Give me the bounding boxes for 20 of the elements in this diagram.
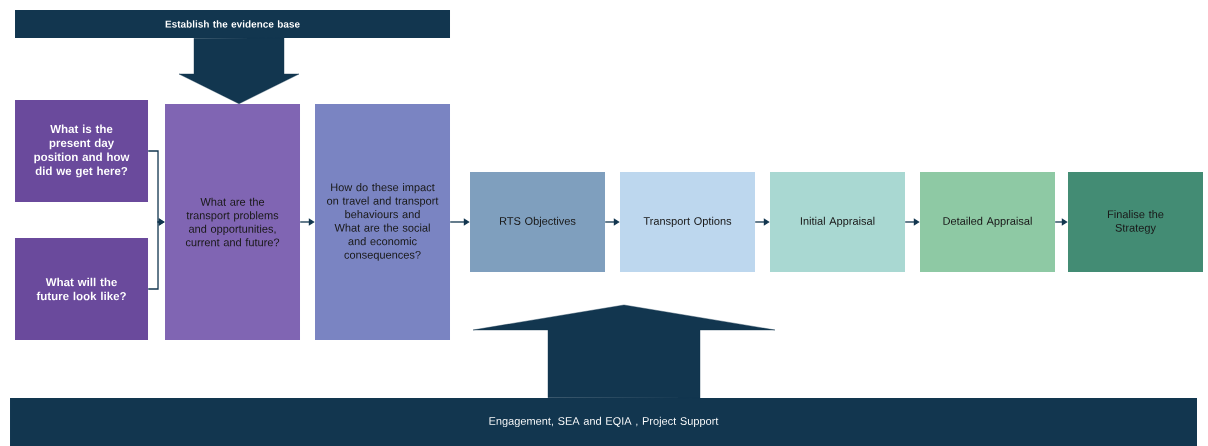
process-box: Initial Appraisal <box>770 172 905 272</box>
process-box: Detailed Appraisal <box>920 172 1055 272</box>
arrow <box>147 218 165 290</box>
block-arrow <box>472 304 776 399</box>
arrow <box>754 218 770 226</box>
arrow <box>299 218 315 226</box>
question-box: What is the present day position and how did we get here? <box>15 100 148 202</box>
process-box: Transport Options <box>620 172 755 272</box>
block-arrow <box>178 37 300 104</box>
question-box: What will the future look like? <box>15 238 148 340</box>
banner: Establish the evidence base <box>15 10 450 38</box>
process-box: Finalise the Strategy <box>1068 172 1203 272</box>
banner: Engagement, SEA and EQIA , Project Support <box>10 398 1197 446</box>
arrow <box>1054 218 1068 226</box>
arrow <box>449 218 470 226</box>
question-box: What are the transport problems and opportunities, current and future? <box>165 104 300 340</box>
question-box: How do these impact on travel and transport behaviours and What are the social and economic consequences? <box>315 104 450 340</box>
arrow <box>904 218 920 226</box>
process-box: RTS Objectives <box>470 172 605 272</box>
arrow <box>604 218 620 226</box>
